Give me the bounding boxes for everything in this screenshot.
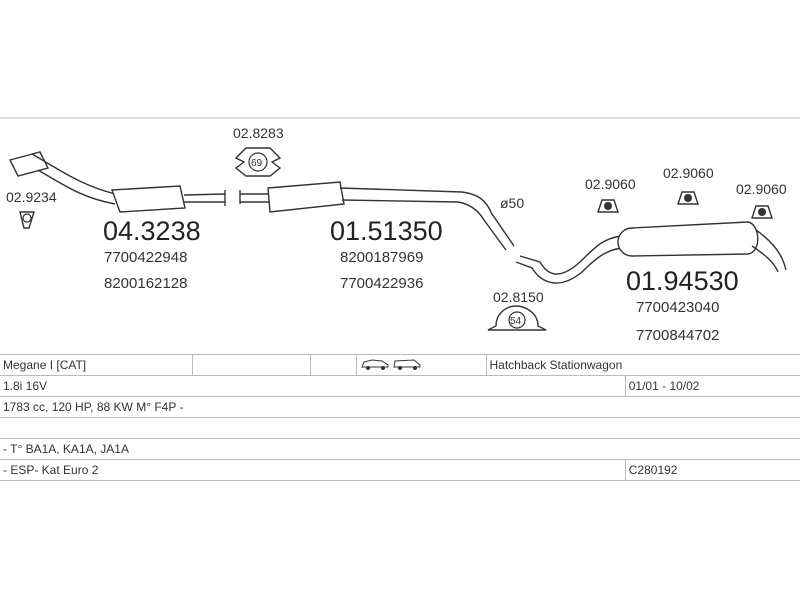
middle-silencer-oem-2: 7700422936 — [340, 275, 423, 292]
clamp-bottom-code: 02.8150 — [493, 289, 544, 305]
hanger-1-code: 02.9060 — [585, 176, 636, 192]
front-pipe-oem-2: 8200162128 — [104, 275, 187, 292]
middle-silencer-part — [239, 181, 515, 251]
rear-silencer-oem-1: 7700423040 — [636, 299, 719, 316]
vehicle-type-codes: - T° BA1A, KA1A, JA1A — [0, 438, 800, 460]
hanger-2-code: 02.9060 — [663, 165, 714, 181]
front-pipe-part — [8, 151, 226, 213]
vehicle-engine-details: 1783 cc, 120 HP, 88 KW M° F4P - — [0, 396, 800, 418]
clamp-top-part — [234, 147, 282, 177]
spec-row-engine-details: 1783 cc, 120 HP, 88 KW M° F4P - — [0, 396, 800, 418]
clamp-bottom-part — [487, 305, 547, 331]
vehicle-notes: - ESP- Kat Euro 2 — [0, 459, 626, 481]
front-pipe-code: 04.3238 — [103, 216, 201, 246]
vehicle-model: Megane I [CAT] — [0, 354, 192, 376]
vehicle-spec-table: Megane I [CAT] Hatchback Stationwagon 1.… — [0, 354, 800, 481]
hanger-3-part — [751, 205, 773, 219]
catalog-code: C280192 — [624, 459, 800, 481]
gasket-part — [19, 211, 35, 229]
clamp-top-code: 02.8283 — [233, 125, 284, 141]
car-icon — [360, 358, 420, 370]
spec-row-type-codes: - T° BA1A, KA1A, JA1A — [0, 438, 800, 460]
gasket-code: 02.9234 — [6, 189, 57, 205]
vehicle-body-types: Hatchback Stationwagon — [485, 354, 626, 376]
spec-row-model: Megane I [CAT] Hatchback Stationwagon — [0, 354, 800, 376]
clamp-top-size: 69 — [251, 158, 263, 169]
rear-silencer-oem-2: 7700844702 — [636, 327, 719, 344]
spec-row-notes: - ESP- Kat Euro 2 C280192 — [0, 459, 800, 481]
rear-silencer-code: 01.94530 — [626, 266, 739, 296]
spec-row-engine: 1.8i 16V 01/01 - 10/02 — [0, 375, 800, 397]
pipe-diameter-label: ø50 — [500, 195, 524, 211]
middle-silencer-code: 01.51350 — [330, 216, 443, 246]
vehicle-engine: 1.8i 16V — [0, 375, 626, 397]
front-pipe-oem-1: 7700422948 — [104, 249, 187, 266]
hanger-3-code: 02.9060 — [736, 181, 787, 197]
vehicle-period: 01/01 - 10/02 — [624, 375, 800, 397]
hanger-1-part — [597, 199, 619, 213]
clamp-bottom-size: 54 — [510, 316, 522, 327]
middle-silencer-oem-1: 8200187969 — [340, 249, 423, 266]
rear-silencer-part — [515, 221, 787, 284]
body-type-icons — [355, 354, 486, 376]
hanger-2-part — [677, 191, 699, 205]
